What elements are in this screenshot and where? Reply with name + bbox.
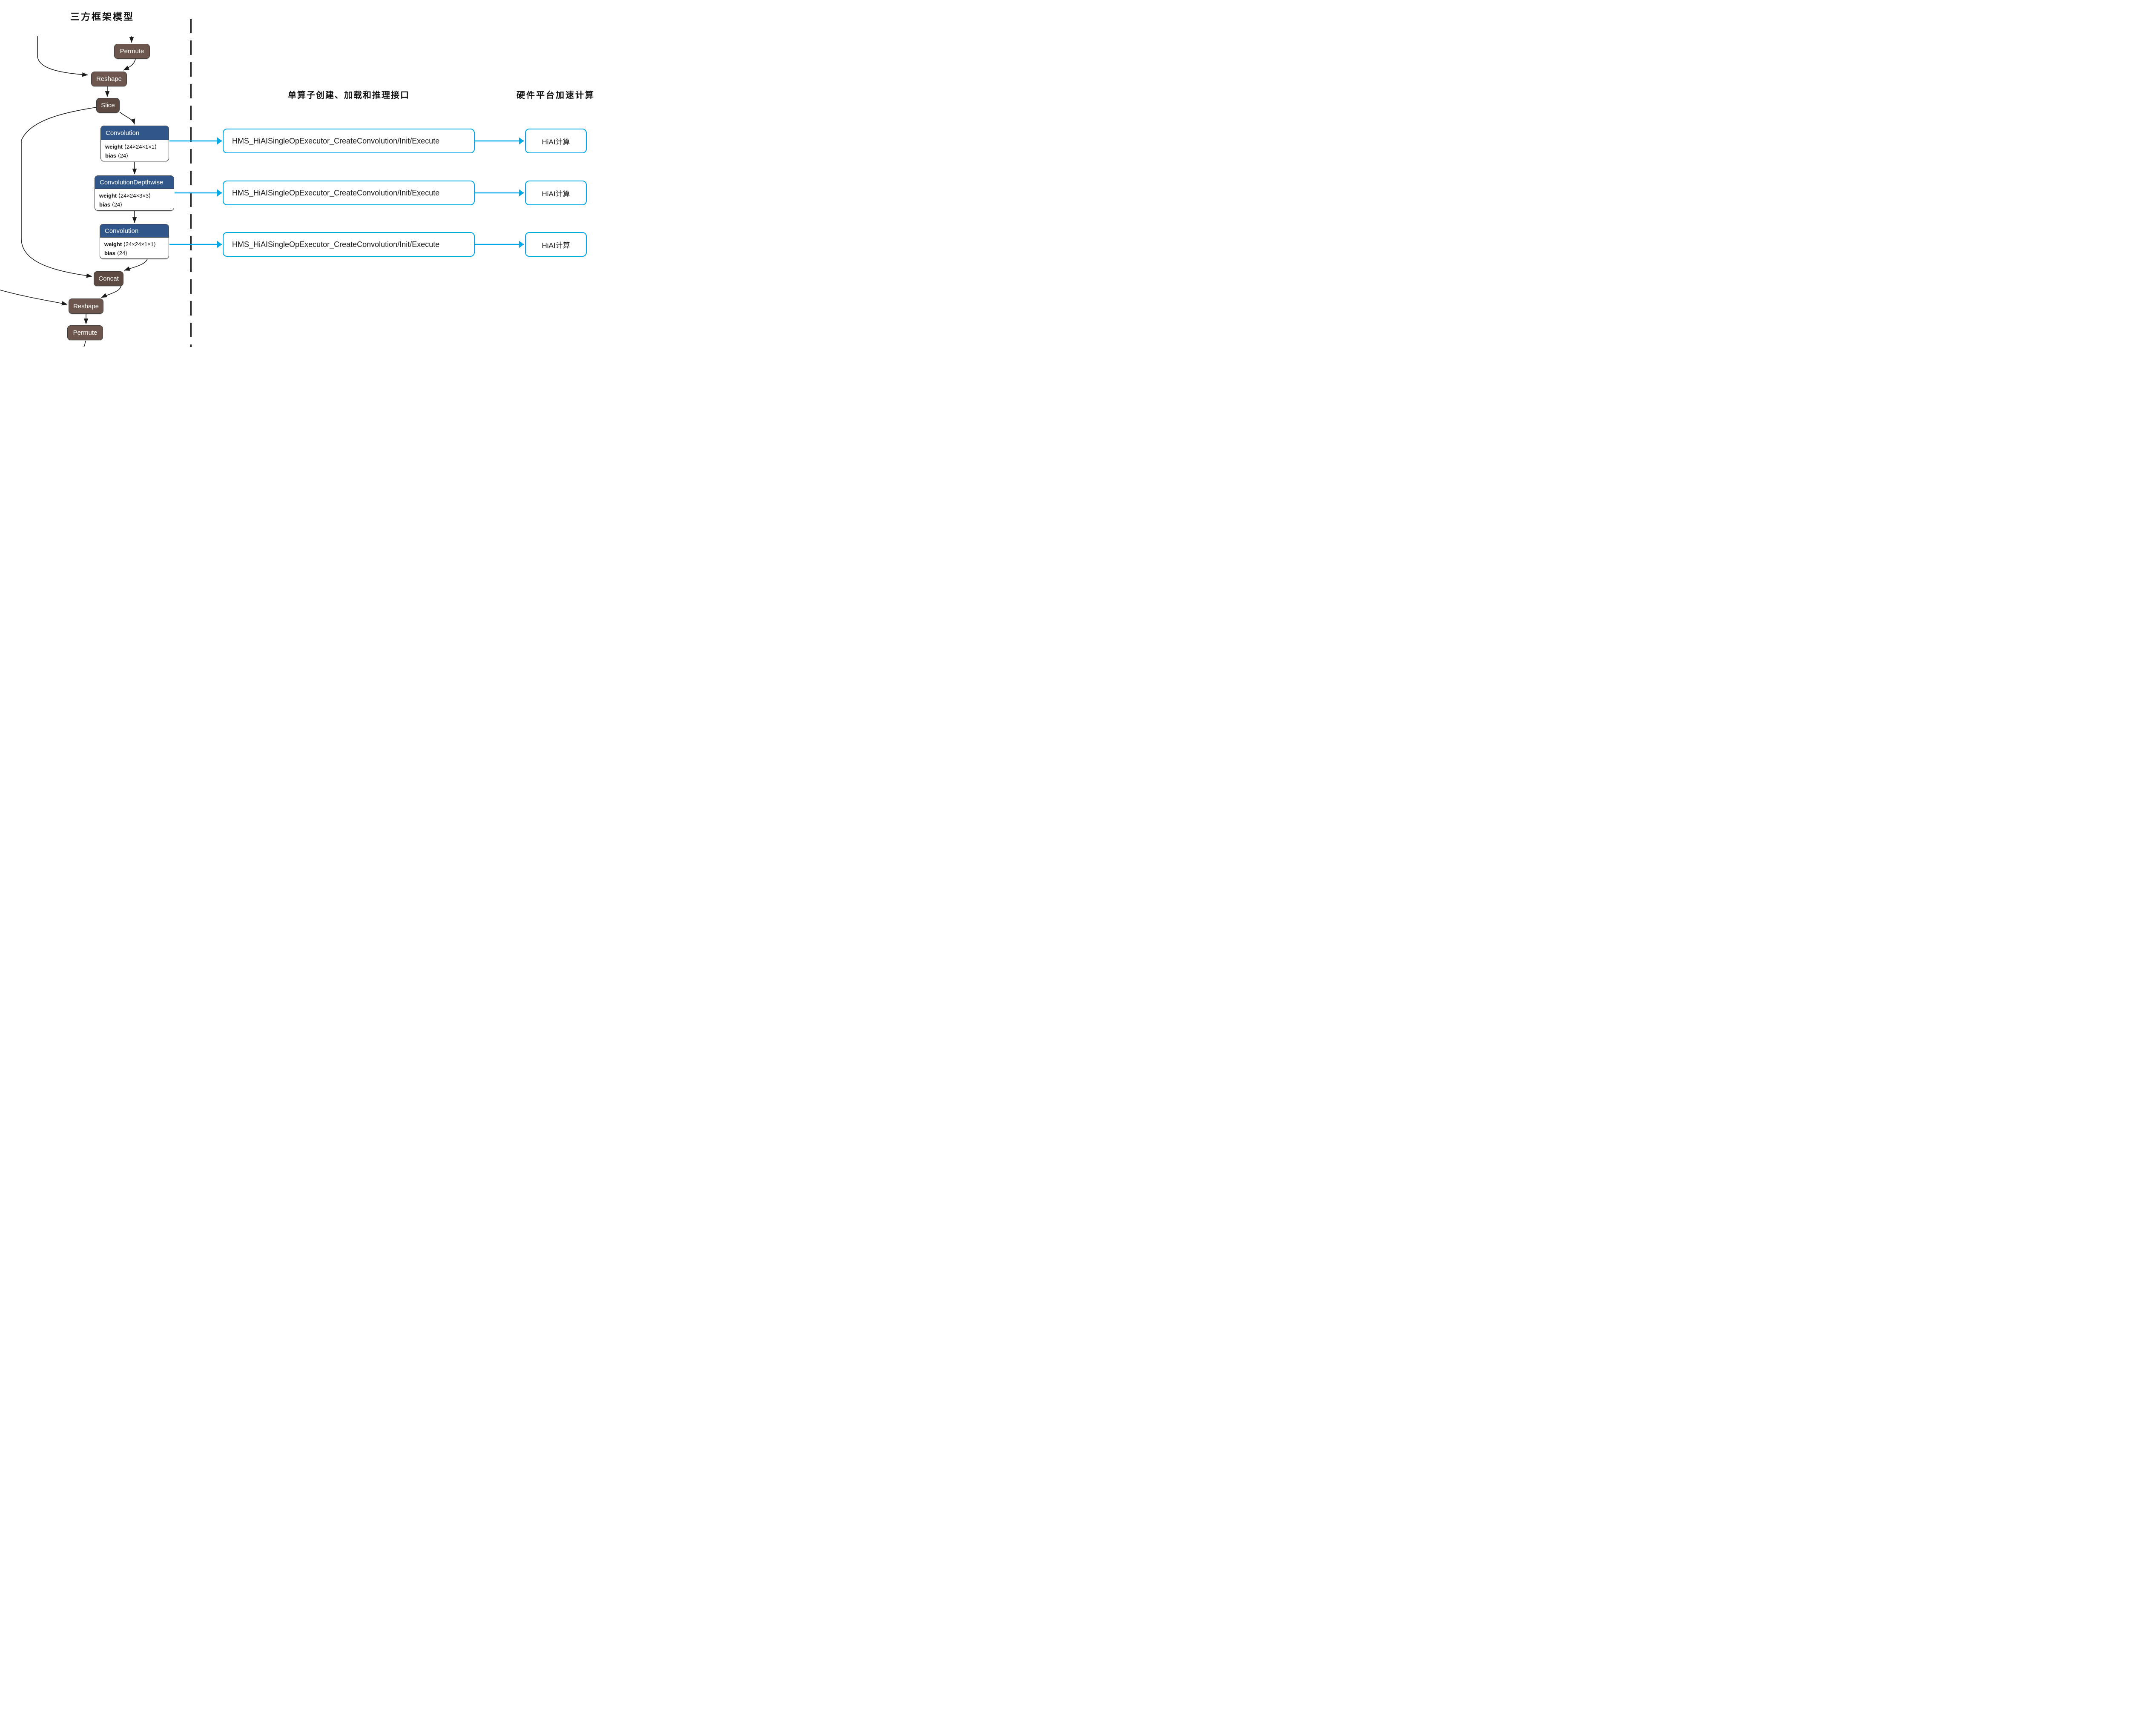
node-slice: Slice xyxy=(96,98,120,113)
edge-into-reshape-top xyxy=(37,36,88,77)
diagram-canvas: 三方框架模型 单算子创建、加载和推理接口 硬件平台加速计算 xyxy=(0,0,634,347)
dashed-divider xyxy=(190,19,192,347)
node-convolution-depthwise: ConvolutionDepthwise weight ⟨24×24×3×3⟩ … xyxy=(95,175,174,211)
edge-concat-to-reshape-bottom xyxy=(101,286,121,298)
param-bias: bias ⟨24⟩ xyxy=(99,201,123,208)
node-convolution-2: Convolution weight ⟨24×24×1×1⟩ bias ⟨24⟩ xyxy=(100,224,169,259)
api-box-3: HMS_HiAISingleOpExecutor_CreateConvoluti… xyxy=(223,232,475,257)
node-convolution-depthwise-params: weight ⟨24×24×3×3⟩ bias ⟨24⟩ xyxy=(95,189,174,209)
hiai-compute-box-1: HiAI计算 xyxy=(525,129,587,153)
node-convolution-1: Convolution weight ⟨24×24×1×1⟩ bias ⟨24⟩ xyxy=(100,126,169,161)
framework-model-title: 三方框架模型 xyxy=(70,11,134,22)
edge-slice-to-conv xyxy=(119,112,135,125)
hardware-accel-title: 硬件平台加速计算 xyxy=(516,91,595,100)
edge-left-into-reshape-bottom xyxy=(0,290,68,306)
edge-slice-to-concat-bypass xyxy=(21,107,97,278)
node-convolution-1-params: weight ⟨24×24×1×1⟩ bias ⟨24⟩ xyxy=(101,140,169,161)
param-weight: weight ⟨24×24×1×1⟩ xyxy=(105,143,157,150)
edges-layer xyxy=(0,36,524,347)
hiai-compute-box-3: HiAI计算 xyxy=(525,232,587,257)
single-op-api-title: 单算子创建、加载和推理接口 xyxy=(288,91,410,100)
node-convolution-2-header: Convolution xyxy=(100,224,169,238)
node-concat: Concat xyxy=(94,271,123,286)
node-reshape-top: Reshape xyxy=(91,72,127,86)
edge-conv-to-concat xyxy=(124,258,148,271)
api-box-1: HMS_HiAISingleOpExecutor_CreateConvoluti… xyxy=(223,129,475,153)
node-permute-bottom: Permute xyxy=(67,325,103,340)
param-bias: bias ⟨24⟩ xyxy=(105,152,129,159)
param-bias: bias ⟨24⟩ xyxy=(104,250,128,257)
node-convolution-1-header: Convolution xyxy=(101,126,169,140)
edge-permute-bottom-out xyxy=(83,340,86,347)
node-permute-top: Permute xyxy=(114,44,150,59)
node-convolution-2-params: weight ⟨24×24×1×1⟩ bias ⟨24⟩ xyxy=(100,238,169,258)
hiai-compute-box-2: HiAI计算 xyxy=(525,181,587,205)
param-weight: weight ⟨24×24×1×1⟩ xyxy=(104,241,156,247)
param-weight: weight ⟨24×24×3×3⟩ xyxy=(99,192,151,199)
api-box-2: HMS_HiAISingleOpExecutor_CreateConvoluti… xyxy=(223,181,475,205)
node-reshape-bottom: Reshape xyxy=(69,298,103,314)
edge-permute-to-reshape xyxy=(123,58,136,71)
node-convolution-depthwise-header: ConvolutionDepthwise xyxy=(95,176,174,189)
